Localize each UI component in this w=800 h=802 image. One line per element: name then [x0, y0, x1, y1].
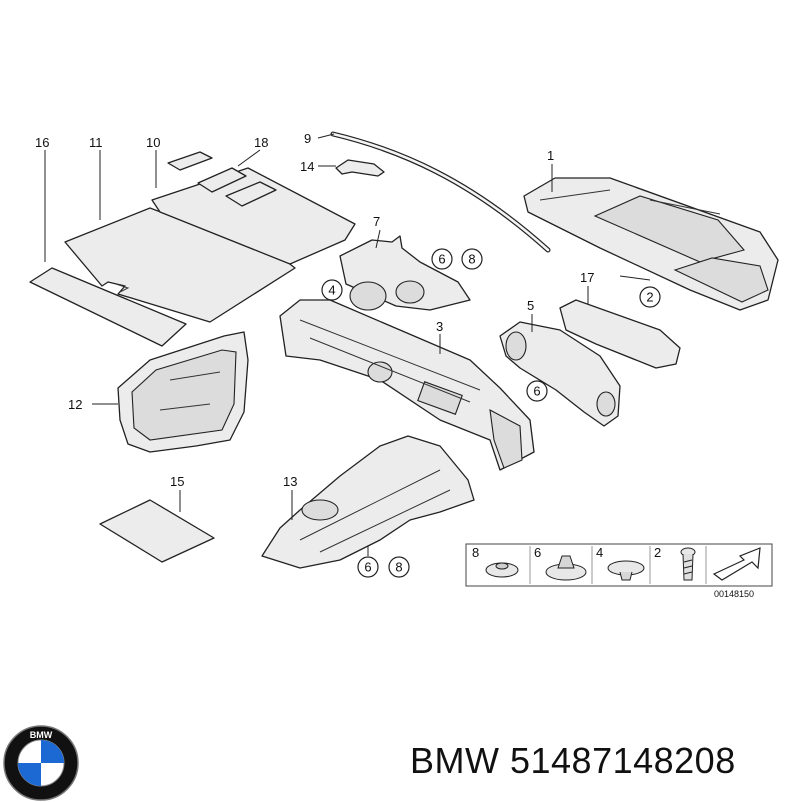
label-15: 15: [170, 474, 184, 489]
label-14: 14: [300, 159, 314, 174]
clip-6-top-icon: [557, 555, 575, 569]
part-labels: 16 11 10 18 9 14 1 7 17 5 3 12 13 15: [35, 131, 594, 489]
label-18: 18: [254, 135, 268, 150]
circle-6b: [526, 380, 548, 402]
circle-label-4: 4: [328, 283, 335, 298]
label-1: 1: [547, 148, 554, 163]
circle-label-8a: 8: [468, 252, 475, 267]
clip-8-top-icon: [495, 562, 509, 570]
circle-label-8c: 8: [395, 560, 402, 575]
legend-label-8: 8: [472, 545, 479, 560]
part-15-sheet: [99, 499, 215, 563]
label-17: 17: [580, 270, 594, 285]
part-14-bracket: [335, 159, 385, 177]
diagram-code: 00148150: [714, 589, 754, 599]
logo-text: BMW: [30, 730, 53, 740]
circle-8a: [461, 248, 483, 270]
circle-label-2: 2: [646, 290, 653, 305]
legend-label-4: 4: [596, 545, 603, 560]
part-1-shelf: [523, 177, 779, 311]
part-10-panel: [151, 167, 356, 265]
circled-labels: 6 8 4 6 2 6 8: [321, 248, 661, 578]
part-9-rail: [330, 131, 551, 253]
part-16-strip: [29, 267, 187, 347]
circle-6a: [431, 248, 453, 270]
circle-label-6a: 6: [438, 252, 445, 267]
fastener-legend: 8 6 4 2 00148150: [465, 543, 773, 599]
circle-2: [639, 286, 661, 308]
part-17-pad: [559, 299, 681, 369]
bmw-logo: BMW: [3, 725, 79, 801]
leader-lines: [44, 133, 651, 520]
label-13: 13: [283, 474, 297, 489]
part-number-caption: BMW 51487148208: [410, 740, 736, 781]
circle-8c: [388, 556, 410, 578]
circle-6c: [357, 556, 379, 578]
part-3-bulkhead: [279, 299, 535, 471]
label-9: 9: [304, 131, 311, 146]
label-7: 7: [373, 214, 380, 229]
circle-label-6b: 6: [533, 384, 540, 399]
legend-label-2: 2: [654, 545, 661, 560]
label-5: 5: [527, 298, 534, 313]
circle-label-6c: 6: [364, 560, 371, 575]
label-3: 3: [436, 319, 443, 334]
circle-4: [321, 279, 343, 301]
part-12-trim: [117, 331, 249, 453]
part-5-bracket: [499, 321, 621, 427]
part-18-pads: [167, 151, 277, 207]
label-10: 10: [146, 135, 160, 150]
part-13-arch: [261, 435, 475, 569]
view-arrow-icon: [712, 547, 761, 581]
label-12: 12: [68, 397, 82, 412]
label-11: 11: [89, 135, 103, 150]
legend-label-6: 6: [534, 545, 541, 560]
part-7-bulkhead: [339, 235, 471, 311]
label-16: 16: [35, 135, 49, 150]
